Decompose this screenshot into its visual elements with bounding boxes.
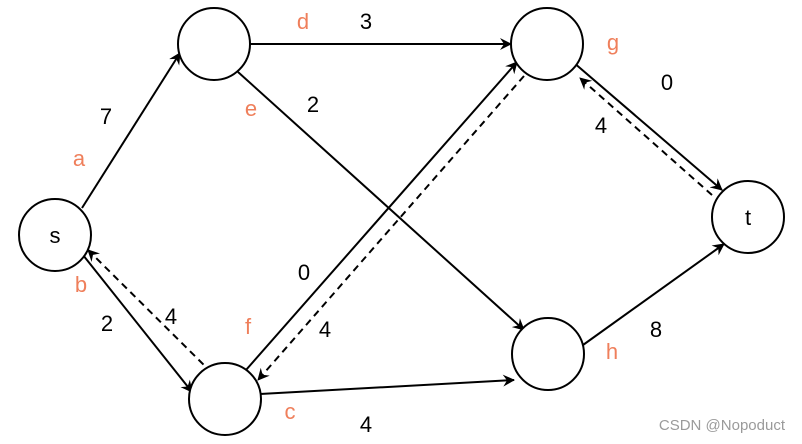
edge-f-tag: f — [245, 314, 252, 339]
node-s-label: s — [50, 223, 61, 248]
edge-e-value: 2 — [307, 92, 319, 117]
node-2 — [510, 7, 584, 81]
edge-f-value: 0 — [298, 260, 310, 285]
node-s — [18, 198, 92, 272]
edge-f-line — [245, 61, 518, 371]
edge-g-tag: g — [607, 30, 619, 55]
edge-c-tag: c — [285, 399, 296, 424]
watermark: CSDN @Nopoduct — [659, 417, 786, 434]
node-t — [711, 180, 785, 254]
node-4 — [188, 362, 262, 436]
edge-f-reverse-line — [257, 75, 525, 381]
edge-g-line — [572, 61, 723, 191]
edge-e-line — [237, 71, 525, 331]
node-3 — [511, 317, 585, 391]
edge-b-reverse-value: 4 — [165, 304, 177, 329]
edge-b-value: 2 — [101, 311, 113, 336]
edge-h-line — [582, 243, 725, 346]
edge-g-value: 0 — [661, 70, 673, 95]
edge-d-value: 3 — [360, 9, 372, 34]
edge-a-tag: a — [73, 146, 86, 171]
edge-b-tag: b — [75, 272, 87, 297]
edge-h-tag: h — [606, 339, 618, 364]
edge-g-reverse-line — [579, 77, 713, 196]
edge-f-reverse-value: 4 — [319, 317, 331, 342]
node-1 — [177, 7, 251, 81]
edge-a-line — [81, 52, 181, 209]
edge-b-reverse-line — [87, 249, 213, 374]
edge-d-tag: d — [297, 9, 309, 34]
node-t-label: t — [745, 205, 751, 230]
edge-e-tag: e — [245, 96, 257, 121]
edge-a-value: 7 — [100, 104, 112, 129]
edge-g-reverse-value: 4 — [595, 113, 607, 138]
edge-b-line — [82, 254, 193, 393]
edge-c-value: 4 — [360, 412, 372, 437]
edge-h-value: 8 — [650, 317, 662, 342]
edge-c-line — [259, 374, 515, 395]
